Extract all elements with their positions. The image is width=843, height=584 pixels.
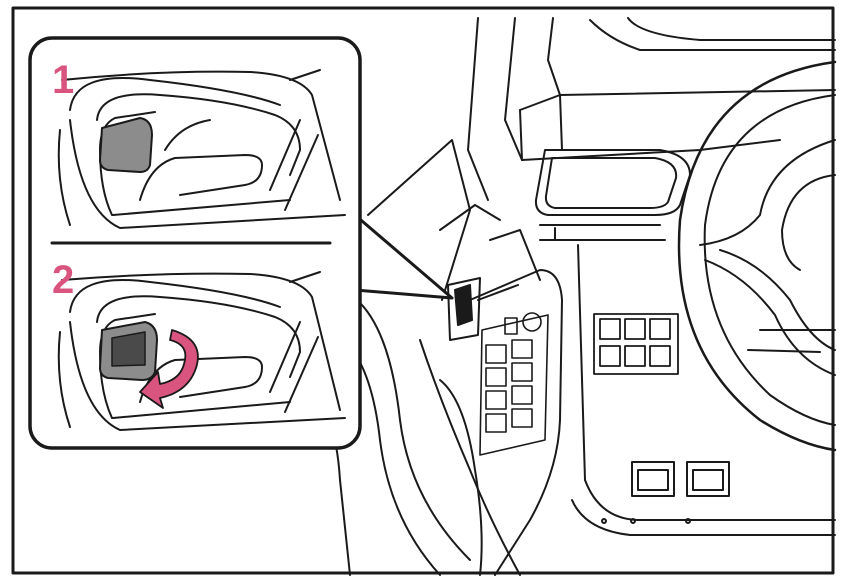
handle-lever-closed [100,118,152,172]
step-2-number: 2 [52,260,74,300]
step-1-number: 1 [52,60,74,100]
car-interior-scene [300,18,835,575]
inset-panel [30,38,360,448]
a-pillar [468,18,488,200]
power-window-switch [480,313,548,455]
callout-pointer [355,215,452,298]
dashboard-switch-cluster [594,314,678,374]
dash-vent [536,150,690,215]
steering-wheel [679,62,835,450]
main-door-handle [455,285,472,325]
